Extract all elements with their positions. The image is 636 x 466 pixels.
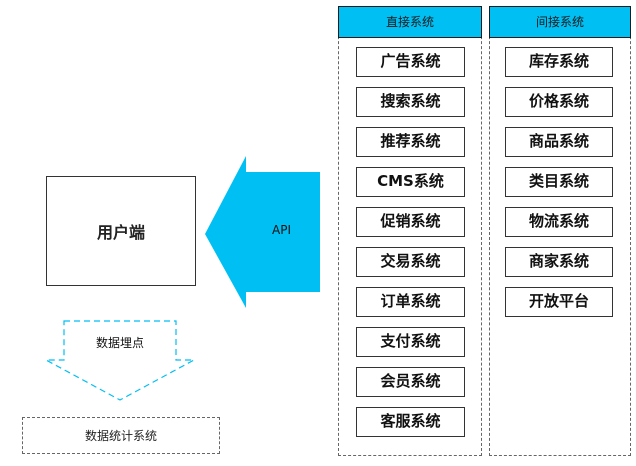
tracking-label: 数据埋点 xyxy=(95,336,144,350)
direct-system-item: 促销系统 xyxy=(356,207,465,237)
api-arrow xyxy=(205,156,320,308)
stats-system-box: 数据统计系统 xyxy=(22,417,220,454)
api-label: API xyxy=(272,223,291,237)
direct-system-item: 支付系统 xyxy=(356,327,465,357)
indirect-system-item: 商品系统 xyxy=(505,127,613,157)
indirect-system-item: 类目系统 xyxy=(505,167,613,197)
direct-system-item: 客服系统 xyxy=(356,407,465,437)
direct-systems-header: 直接系统 xyxy=(338,6,482,38)
stats-system-label: 数据统计系统 xyxy=(84,429,157,443)
indirect-system-item: 库存系统 xyxy=(505,47,613,77)
tracking-arrow xyxy=(45,320,195,401)
direct-system-item: 订单系统 xyxy=(356,287,465,317)
indirect-system-item: 商家系统 xyxy=(505,247,613,277)
user-end-label: 用户端 xyxy=(96,223,145,242)
direct-system-item: 交易系统 xyxy=(356,247,465,277)
indirect-systems-header: 间接系统 xyxy=(489,6,631,38)
indirect-system-item: 价格系统 xyxy=(505,87,613,117)
direct-system-item: 搜索系统 xyxy=(356,87,465,117)
direct-system-item: 会员系统 xyxy=(356,367,465,397)
direct-system-item: 推荐系统 xyxy=(356,127,465,157)
indirect-system-item: 物流系统 xyxy=(505,207,613,237)
direct-system-item: CMS系统 xyxy=(356,167,465,197)
user-end-box: 用户端 xyxy=(46,176,196,286)
indirect-system-item: 开放平台 xyxy=(505,287,613,317)
direct-system-item: 广告系统 xyxy=(356,47,465,77)
